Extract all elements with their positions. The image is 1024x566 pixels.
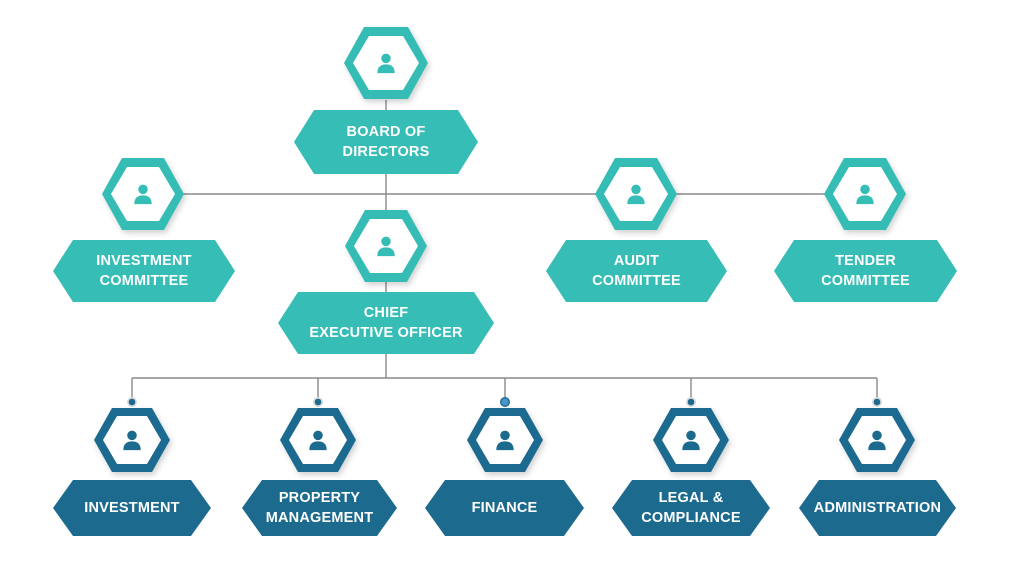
banner-finance [425,480,584,536]
administration-label: ADMINISTRATION [813,500,942,516]
connection-dots [127,397,882,407]
finance-label: FINANCE [471,500,538,516]
investment-label: INVESTMENT [84,500,180,516]
board-label: BOARD OF DIRECTORS [342,124,430,160]
banner-legal-compliance [612,480,770,536]
banner-audit-committee [546,240,727,302]
banner-property-management [242,480,397,536]
tender-committee-label: TENDER COMMITTEE [821,253,910,289]
property-management-label: PROPERTY MANAGEMENT [265,490,374,526]
legal-compliance-label: LEGAL & COMPLIANCE [641,490,741,526]
banner-investment [53,480,211,536]
banner-administration [799,480,956,536]
banner-ceo [278,292,494,354]
investment-committee-label: INVESTMENT COMMITTEE [96,253,192,289]
connector-lines [131,100,878,402]
banner-tender-committee [774,240,957,302]
audit-committee-label: AUDIT COMMITTEE [592,253,681,289]
banner-board [294,110,478,174]
banner-investment-committee [53,240,235,302]
ceo-label: CHIEF EXECUTIVE OFFICER [309,305,463,341]
